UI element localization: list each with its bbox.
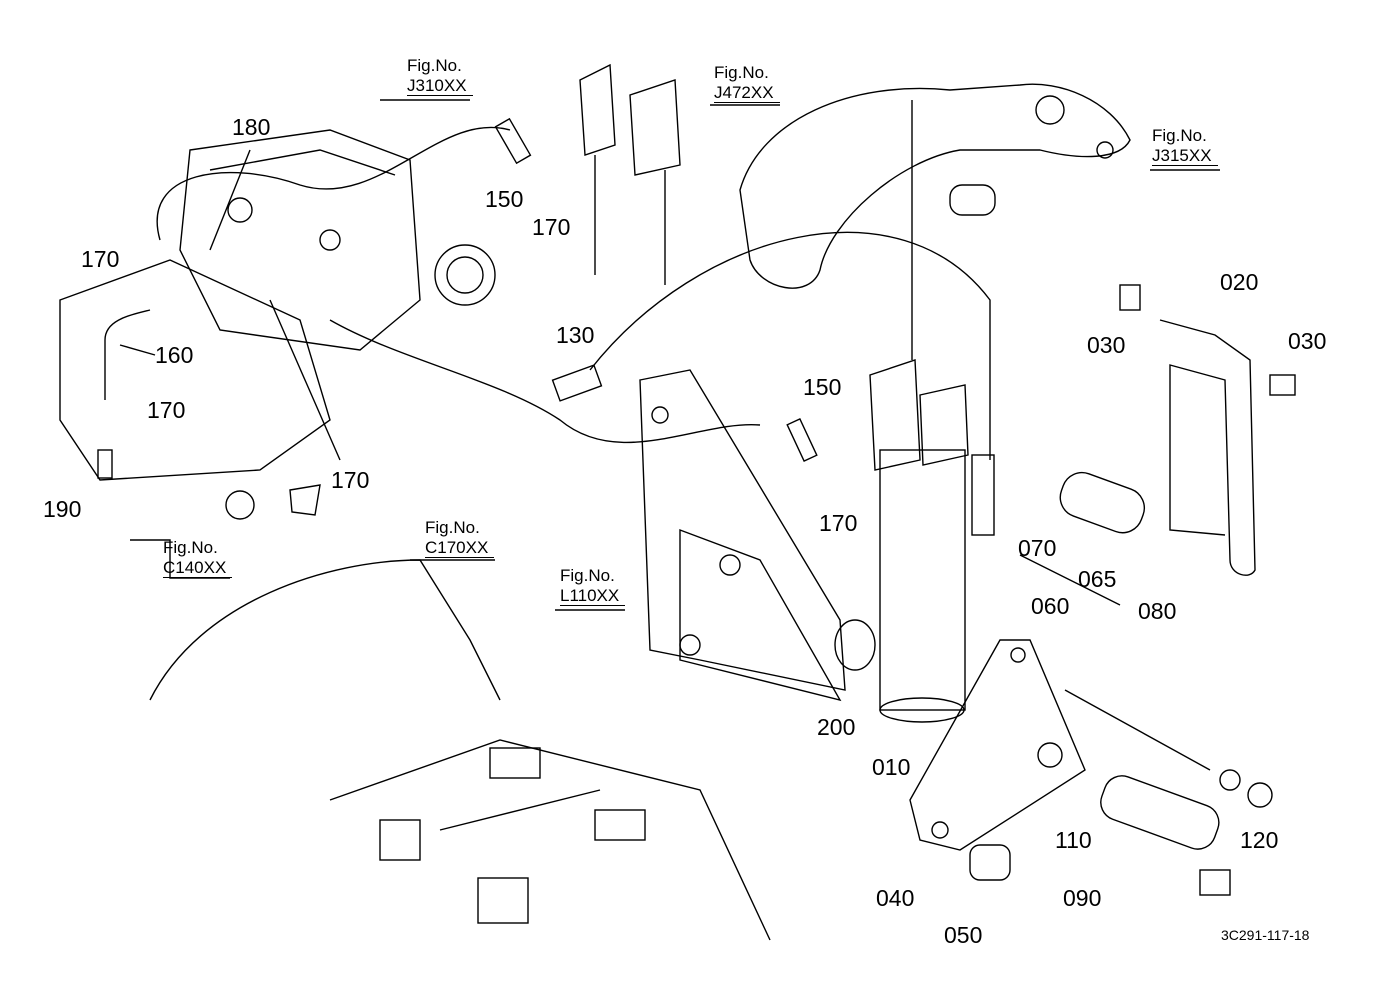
part-label: 065 [1078,566,1117,592]
fig-prefix: Fig.No. [407,56,462,75]
part-label: 010 [872,754,911,780]
lift-cylinder-drawing [869,100,995,723]
part-label: 150 [803,374,842,400]
hose-line-2 [329,319,761,444]
document-id: 3C291-117-18 [1221,927,1310,943]
fig-code: J472XX [714,83,780,104]
part-label: 120 [1240,827,1279,853]
fig-code: C170XX [425,538,495,559]
part-label: 020 [1220,269,1259,295]
fig-ref-j472: Fig.No.J472XX [714,63,780,104]
part-label: 110 [1055,827,1092,853]
part-label: 030 [1087,332,1126,358]
fig-prefix: Fig.No. [714,63,769,82]
fig-code: J310XX [407,76,473,97]
part-label: 170 [147,397,186,423]
fig-ref-c170: Fig.No.C170XX [425,518,495,559]
part-label: 030 [1288,328,1327,354]
hose-line-3 [589,231,991,460]
part-label: 070 [1018,535,1057,561]
part-label: 170 [532,214,571,240]
part-label: 170 [81,246,120,272]
part-label: 170 [331,467,370,493]
part-label: 150 [485,186,524,212]
fig-ref-l110: Fig.No.L110XX [560,566,626,607]
fig-prefix: Fig.No. [163,538,218,557]
part-label: 180 [232,114,271,140]
fig-ref-j310: Fig.No.J310XX [407,56,473,97]
part-label: 090 [1063,885,1102,911]
part-label: 130 [556,322,595,348]
part-label: 040 [876,885,915,911]
part-label: 050 [944,922,983,948]
hose-line [156,126,511,241]
part-label: 080 [1138,598,1177,624]
fig-code: C140XX [163,558,233,579]
fig-ref-j315: Fig.No.J315XX [1152,126,1218,167]
fig-code: L110XX [560,586,626,607]
fig-prefix: Fig.No. [560,566,615,585]
part-label: 170 [819,510,858,536]
part-label: 190 [43,496,82,522]
part-label: 060 [1031,593,1070,619]
fig-ref-c140: Fig.No.C140XX [163,538,233,579]
part-label: 160 [155,342,194,368]
part-label: 200 [817,714,856,740]
fig-prefix: Fig.No. [425,518,480,537]
control-valve-drawing [59,129,496,520]
fig-prefix: Fig.No. [1152,126,1207,145]
fig-code: J315XX [1152,146,1218,167]
